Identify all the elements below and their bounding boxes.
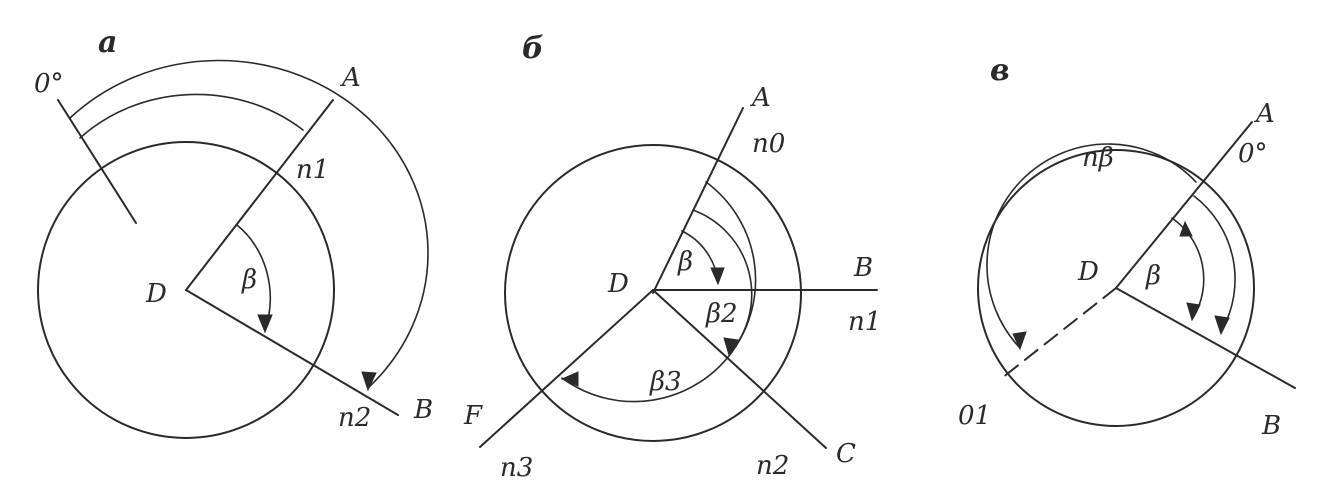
- panel-a-arc-inner: [79, 93, 304, 139]
- panel-a-zero-label: 0°: [34, 69, 64, 99]
- panel-b-n0-label: n0: [752, 129, 785, 159]
- panel-c: в A 0° nβ D β 01 B: [958, 53, 1296, 441]
- panel-b-ray-f: [479, 289, 654, 448]
- panel-a-arc-outer: [69, 59, 429, 389]
- panel-c-circle: [977, 149, 1255, 427]
- panel-c-ray-a: [1115, 121, 1253, 289]
- panel-c-nbeta-arrow: [1012, 331, 1027, 351]
- panel-a-title: а: [98, 25, 117, 60]
- panel-b-n2-label: n2: [756, 451, 789, 481]
- panel-a-beta-arrow: [257, 314, 273, 334]
- panel-b-beta2-arrow: [723, 337, 739, 357]
- panel-b-circle: [504, 144, 802, 442]
- panel-c-beta-up-arrow: [1179, 220, 1193, 237]
- panel-b-c-label: C: [836, 439, 856, 469]
- panel-b-n1-label: n1: [848, 307, 881, 337]
- panel-a-circle: [37, 141, 335, 439]
- panel-c-beta-arc-outer: [1193, 195, 1236, 331]
- panel-b-beta-arrow: [710, 267, 725, 286]
- panel-a-n2-label: n2: [338, 403, 371, 433]
- panel-c-nbeta-arc: [986, 143, 1197, 349]
- panel-a-n1-label: n1: [296, 155, 329, 185]
- panel-c-reverse-line: [1001, 287, 1117, 379]
- panel-a-beta-label: β: [241, 265, 257, 295]
- panel-c-o1-label: 01: [958, 401, 991, 431]
- panel-c-outer-down-arrow: [1214, 315, 1230, 336]
- panel-b-n3-label: n3: [500, 453, 533, 483]
- panel-c-beta-down-arrow: [1186, 302, 1201, 322]
- panel-b-b-label: B: [853, 253, 873, 283]
- panel-a: а 0° A n1 D β n2 B: [34, 25, 433, 439]
- panel-a-ray-a: [185, 99, 334, 291]
- panel-c-a-label: A: [1254, 99, 1275, 129]
- panel-a-ray-b: [185, 289, 399, 416]
- panel-c-title: в: [990, 53, 1010, 88]
- panel-b-d-label: D: [607, 269, 629, 299]
- panel-b-beta3-arc: [561, 181, 757, 403]
- panel-c-b-label: B: [1261, 411, 1281, 441]
- panel-c-ray-b: [1115, 287, 1296, 389]
- panel-b-beta-label: β: [677, 247, 693, 277]
- panel-b-ray-a: [652, 107, 744, 294]
- panel-b-beta2-label: β2: [705, 299, 738, 329]
- panel-c-d-label: D: [1077, 257, 1099, 287]
- panel-b-beta2-arc: [692, 209, 753, 354]
- panel-b-ray-c: [652, 289, 827, 449]
- panel-b-beta3-label: β3: [649, 367, 682, 397]
- panel-b: б A n0 D β B n1 β2 β3 F n3 n2 C: [463, 31, 881, 483]
- panel-a-zero-line: [57, 99, 137, 224]
- panel-a-d-label: D: [145, 279, 167, 309]
- panel-c-zero-label: 0°: [1238, 139, 1268, 169]
- panel-b-a-label: A: [750, 83, 771, 113]
- panel-a-a-label: A: [340, 63, 361, 93]
- panel-b-f-label: F: [463, 401, 483, 431]
- panel-c-nbeta-label: nβ: [1082, 143, 1114, 173]
- panel-a-b-label: B: [413, 395, 433, 425]
- panel-c-beta-label: β: [1145, 261, 1161, 291]
- panel-b-beta3-arrow: [560, 371, 579, 387]
- panel-b-title: б: [522, 31, 544, 66]
- panel-a-outer-arrow: [361, 371, 377, 392]
